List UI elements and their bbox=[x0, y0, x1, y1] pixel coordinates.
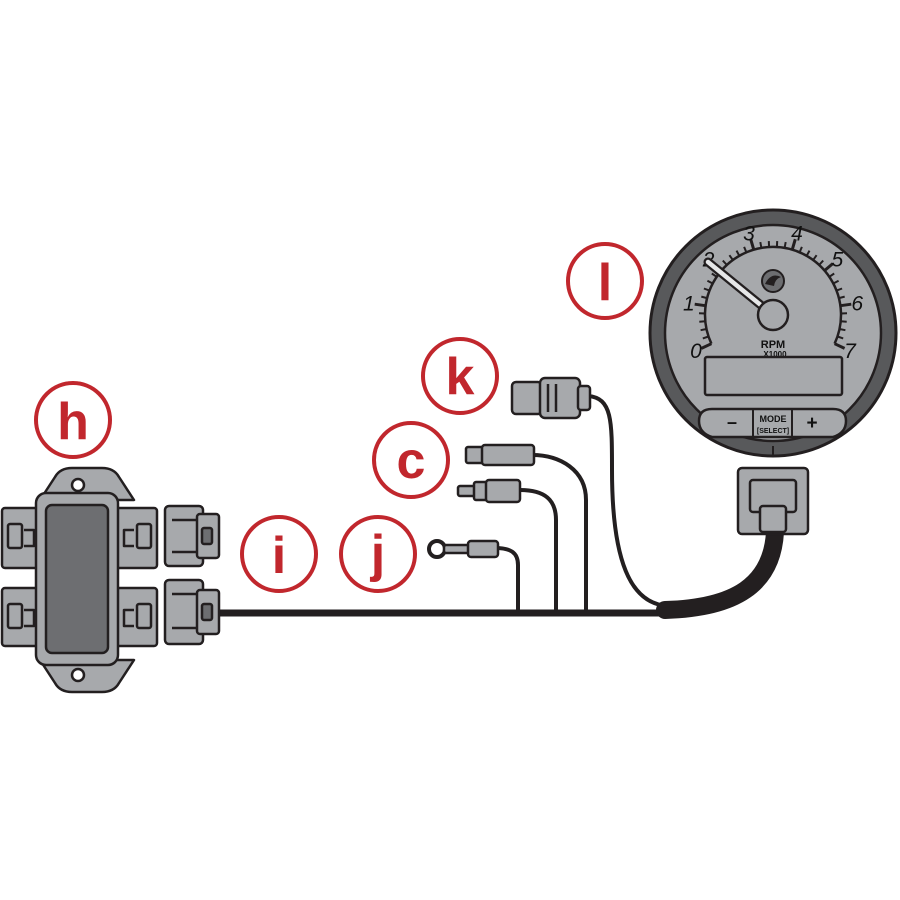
callout-h: h bbox=[34, 381, 112, 459]
callout-h-label: h bbox=[57, 393, 89, 451]
gauge-major-tick bbox=[749, 238, 756, 251]
callout-j: j bbox=[339, 515, 417, 593]
plug-connector-lower bbox=[163, 578, 221, 646]
gauge-minor-tick bbox=[840, 320, 847, 323]
module-top-hole bbox=[70, 477, 86, 493]
module-bottom-tab bbox=[38, 658, 136, 694]
gauge-major-tick bbox=[823, 262, 834, 272]
gauge-dial-number: 5 bbox=[832, 249, 844, 272]
gauge-major-tick bbox=[833, 342, 846, 350]
gauge-minor-tick bbox=[702, 335, 709, 340]
gauge-major-tick bbox=[694, 302, 706, 308]
ring-terminal bbox=[427, 539, 500, 559]
callout-k: k bbox=[421, 337, 499, 415]
gauge-minor-tick bbox=[759, 241, 763, 249]
gauge-minor-tick bbox=[743, 246, 748, 253]
gauge-hub bbox=[756, 298, 790, 332]
gauge-minor-tick bbox=[699, 320, 706, 323]
gauge-minor-tick bbox=[837, 335, 844, 340]
gauge-dial-number: 3 bbox=[743, 223, 755, 246]
gauge-minor-tick bbox=[828, 272, 835, 278]
gauge-minor-tick bbox=[839, 328, 846, 332]
gauge-minor-tick bbox=[832, 279, 840, 285]
sensor-plug-upper bbox=[464, 443, 536, 467]
callout-i-label: i bbox=[272, 527, 286, 585]
gauge-minor-tick bbox=[703, 287, 710, 292]
gauge-units-multiplier: X1000 bbox=[763, 350, 787, 359]
gauge-major-tick bbox=[840, 302, 852, 308]
plug-connector-upper bbox=[163, 504, 221, 568]
callout-l: l bbox=[566, 242, 644, 320]
brand-logo-icon bbox=[761, 269, 785, 293]
gauge-mode-button[interactable]: MODE bbox=[760, 414, 787, 424]
module-face bbox=[44, 503, 110, 655]
gauge-dial-number: 7 bbox=[844, 340, 857, 363]
gauge-connector bbox=[736, 466, 810, 536]
gauge-dial-number: 4 bbox=[791, 223, 803, 246]
gauge-major-tick bbox=[790, 238, 797, 251]
gauge-dial-number: 1 bbox=[683, 292, 695, 315]
gauge-minor-tick bbox=[735, 250, 741, 257]
tachometer-gauge: 01234567 RPM X1000 – MODE [SELECT] + bbox=[648, 208, 898, 536]
gauge-minor-tick bbox=[805, 250, 811, 257]
gauge-minor-tick bbox=[812, 254, 818, 261]
gauge-minor-tick bbox=[798, 246, 803, 253]
plug-connectors bbox=[163, 504, 221, 646]
gauge-major-tick bbox=[700, 342, 713, 350]
gauge-minor-tick bbox=[818, 259, 824, 266]
junction-module bbox=[0, 466, 159, 694]
callout-j-label: j bbox=[370, 525, 385, 583]
branch-cable-c-upper bbox=[530, 453, 588, 612]
branch-cable-c-lower bbox=[518, 488, 558, 612]
callout-l-label: l bbox=[598, 254, 612, 312]
gauge-minus-button[interactable]: – bbox=[727, 412, 737, 432]
branch-cable-k bbox=[586, 394, 670, 608]
callout-i: i bbox=[240, 515, 318, 593]
sensor-plug-lower bbox=[456, 478, 522, 504]
gauge-lcd-display bbox=[703, 355, 844, 397]
gauge-minor-tick bbox=[836, 287, 843, 292]
callout-k-label: k bbox=[446, 348, 475, 406]
callout-c-label: c bbox=[397, 432, 426, 490]
sensor-plugs bbox=[456, 443, 536, 504]
harness-cables bbox=[214, 394, 784, 619]
gauge-minor-tick bbox=[728, 254, 734, 261]
gauge-minor-tick bbox=[700, 328, 707, 332]
gauge-dial-number: 6 bbox=[851, 292, 863, 315]
callout-c: c bbox=[372, 421, 450, 499]
gauge-minor-tick bbox=[783, 241, 787, 249]
bullet-connector bbox=[510, 376, 592, 420]
gauge-select-label: [SELECT] bbox=[757, 428, 789, 435]
gauge-button-strip bbox=[697, 407, 848, 439]
module-bottom-hole bbox=[70, 667, 86, 683]
gauge-minor-tick bbox=[711, 272, 718, 278]
gauge-minor-tick bbox=[706, 279, 714, 285]
gauge-dial-number: 0 bbox=[690, 340, 702, 363]
gauge-plus-button[interactable]: + bbox=[806, 413, 817, 434]
gauge-cable bbox=[656, 523, 784, 619]
gauge-minor-tick bbox=[722, 259, 728, 266]
branch-cable-j bbox=[493, 546, 520, 612]
gauge-scale-arc bbox=[703, 245, 843, 345]
gauge-minor-tick bbox=[701, 295, 708, 300]
gauge-minor-tick bbox=[838, 295, 845, 300]
gauge-units-label: RPM bbox=[761, 339, 785, 351]
